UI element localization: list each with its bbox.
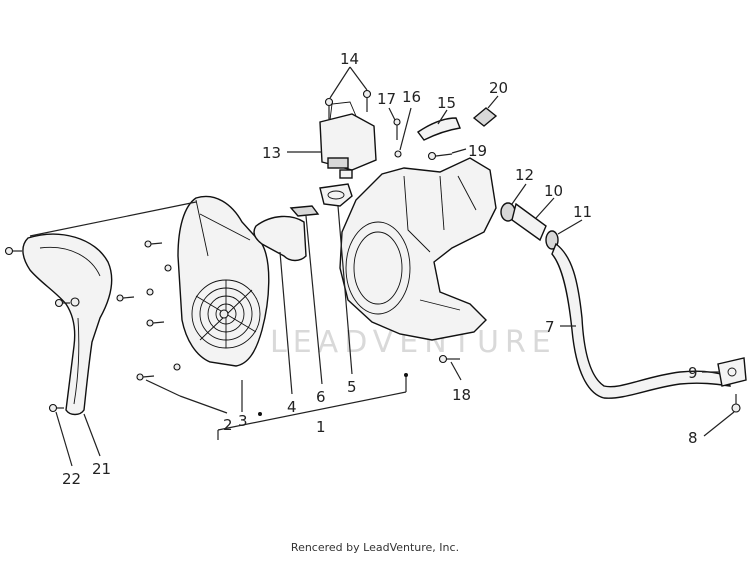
part-17-screw[interactable] xyxy=(393,118,401,140)
callout-18: 18 xyxy=(452,386,471,404)
callout-14: 14 xyxy=(340,50,359,68)
part-11-clamp[interactable] xyxy=(545,230,559,250)
part-main-housing[interactable] xyxy=(339,157,497,341)
part-9-gasket[interactable] xyxy=(717,357,747,387)
callout-labels: 14 13 17 16 15 20 19 12 10 11 7 9 8 18 1… xyxy=(62,50,698,488)
callout-13: 13 xyxy=(262,144,281,162)
part-14-screws[interactable] xyxy=(324,89,372,121)
credit-footer: Rencered by LeadVenture, Inc. xyxy=(290,541,460,554)
part-22-screw[interactable] xyxy=(48,403,65,413)
callout-15: 15 xyxy=(437,94,456,112)
part-18-screw[interactable] xyxy=(438,354,461,364)
part-6-clip[interactable] xyxy=(289,205,320,217)
callout-20: 20 xyxy=(489,79,508,97)
callout-22: 22 xyxy=(62,470,81,488)
callout-17: 17 xyxy=(377,90,396,108)
part-4-foam-pad[interactable] xyxy=(253,215,307,262)
part-15-hose[interactable] xyxy=(416,117,461,141)
part-5-gasket[interactable] xyxy=(319,183,353,207)
part-16-washer[interactable] xyxy=(394,150,402,158)
callout-7: 7 xyxy=(545,318,555,336)
callout-16: 16 xyxy=(402,88,421,106)
part-7-pipe[interactable] xyxy=(551,242,731,399)
callout-2: 2 xyxy=(223,416,233,434)
callout-10: 10 xyxy=(544,182,563,200)
screw-left-top[interactable] xyxy=(4,246,23,256)
part-8-nut[interactable] xyxy=(731,394,741,413)
screw-left-mid[interactable] xyxy=(54,298,71,308)
callout-11: 11 xyxy=(573,203,592,221)
callout-21: 21 xyxy=(92,460,111,478)
callout-8: 8 xyxy=(688,429,698,447)
part-13-valve-assembly[interactable] xyxy=(319,101,377,179)
callout-1: 1 xyxy=(316,418,326,436)
callout-4: 4 xyxy=(287,398,297,416)
callout-5: 5 xyxy=(347,378,357,396)
leader-lines xyxy=(29,66,735,467)
callout-9: 9 xyxy=(688,364,698,382)
part-fan-cover[interactable] xyxy=(177,195,270,367)
callout-19: 19 xyxy=(468,142,487,160)
part-19-bolt[interactable] xyxy=(427,151,453,161)
part-21-side-shroud[interactable] xyxy=(22,233,113,416)
callout-12: 12 xyxy=(515,166,534,184)
fan-cover-screws[interactable] xyxy=(116,240,181,381)
part-10-hose[interactable] xyxy=(511,202,547,242)
callout-6: 6 xyxy=(316,388,326,406)
part-20-clamp[interactable] xyxy=(472,107,498,127)
callout-3: 3 xyxy=(238,412,248,430)
